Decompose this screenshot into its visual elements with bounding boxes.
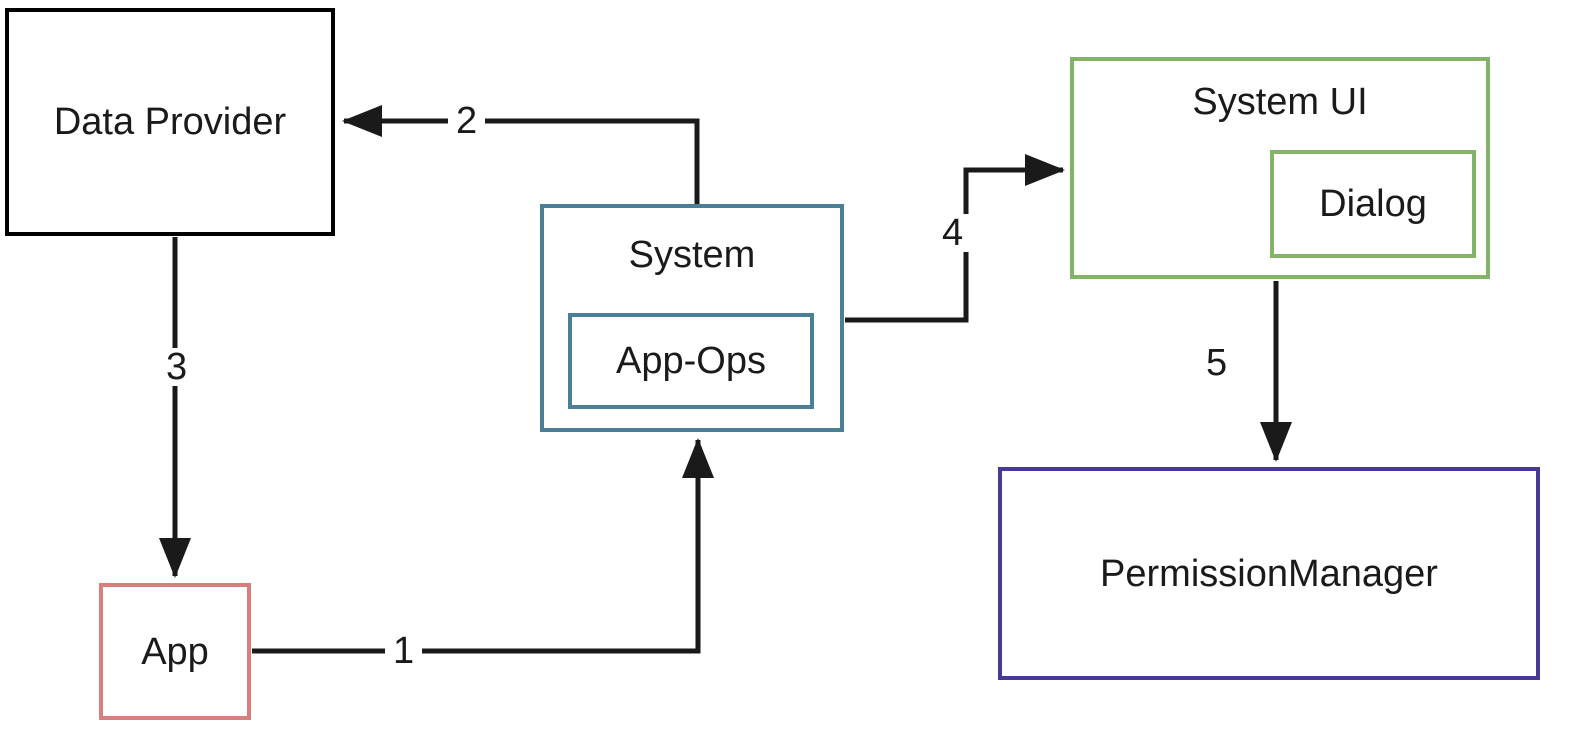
node-app-ops[interactable]: App-Ops [568,313,814,409]
edge-label-1: 1 [385,632,423,670]
node-permission-manager[interactable]: PermissionManager [998,467,1540,680]
node-app-ops-label: App-Ops [616,340,766,382]
edge-2-path [341,105,700,204]
node-dialog[interactable]: Dialog [1270,150,1476,258]
node-app-label: App [141,630,209,673]
node-system-label: System [628,234,756,276]
edge-label-2: 2 [448,102,486,140]
node-dialog-label: Dialog [1319,183,1427,225]
node-permission-manager-label: PermissionManager [1100,552,1438,595]
edge-label-5: 5 [1198,344,1236,382]
node-data-provider-label: Data Provider [53,101,287,143]
node-data-provider[interactable]: Data Provider [5,8,335,236]
node-app[interactable]: App [99,583,251,720]
edge-1-path [252,437,714,654]
node-system-ui-label: System UI [1192,81,1368,123]
edge-label-3: 3 [158,348,196,386]
edge-label-4: 4 [934,214,972,252]
